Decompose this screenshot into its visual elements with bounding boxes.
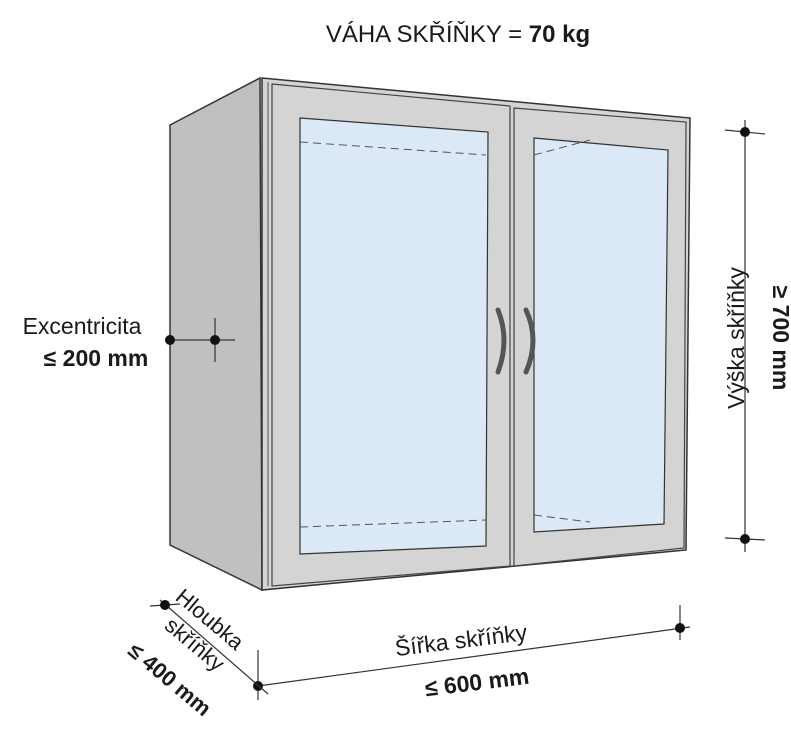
right-door-glass [533, 137, 669, 533]
left-door-glass [299, 117, 489, 555]
dimension-dot [160, 600, 170, 610]
width-dimension-line [257, 605, 691, 700]
right-door-handle [523, 307, 536, 375]
dimension-dot [165, 335, 175, 345]
height-label: Výška skříňky [723, 267, 749, 409]
shelf-line [533, 514, 591, 523]
left-door-handle [495, 307, 507, 375]
cabinet-side-panel [169, 76, 263, 592]
shelf-line [299, 519, 487, 528]
dimension-dot [740, 127, 750, 137]
height-value: ≥ 700 mm [768, 286, 791, 391]
eccentricity-value: ≤ 200 mm [44, 345, 149, 371]
dimension-dot [210, 335, 220, 345]
dimension-dot [740, 534, 750, 544]
width-value: ≤ 600 mm [423, 663, 530, 702]
eccentricity-label: Excentricita [23, 313, 142, 339]
shelf-line [533, 139, 591, 156]
title: VÁHA SKŘÍŇKY = 70 kg [326, 21, 590, 48]
shelf-line [299, 141, 487, 156]
dimension-dot [675, 623, 685, 633]
width-label: Šířka skříňky [393, 618, 529, 661]
